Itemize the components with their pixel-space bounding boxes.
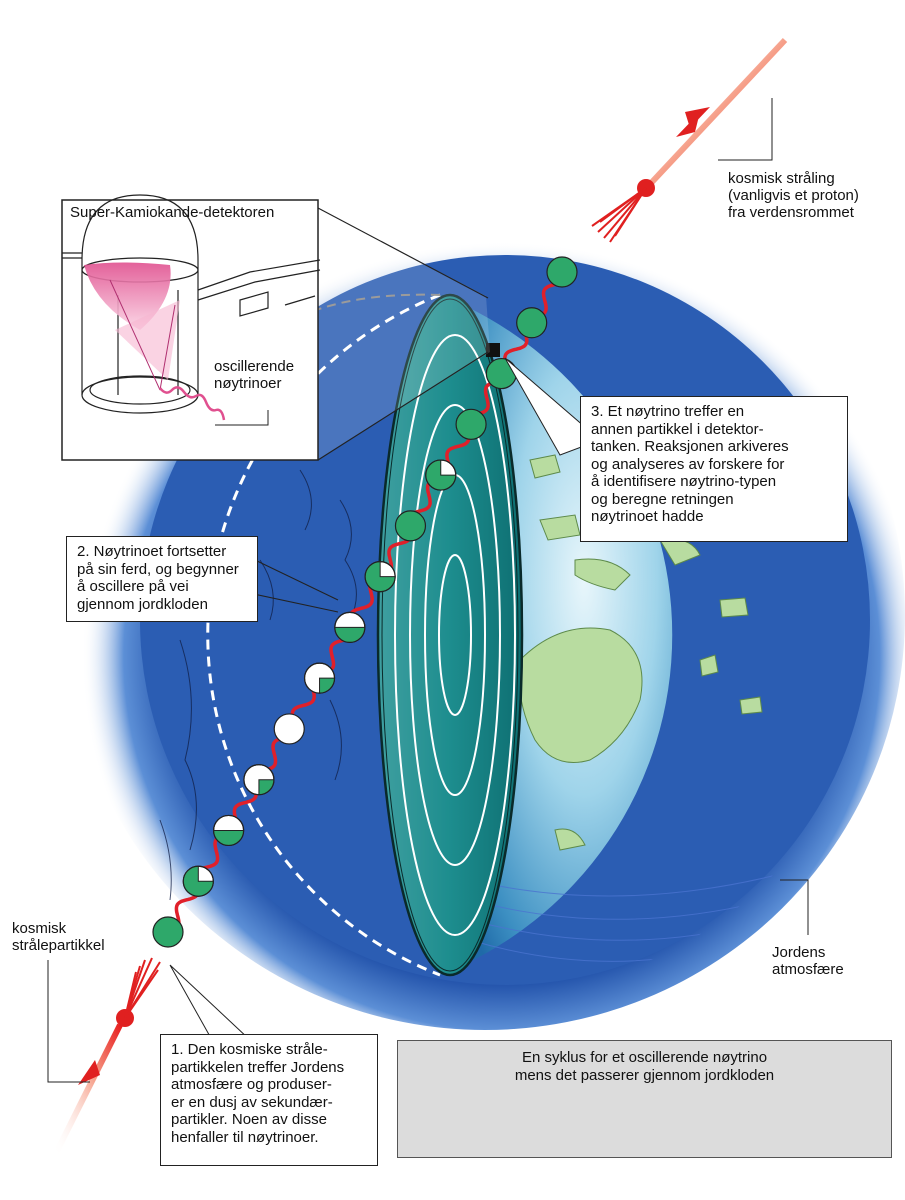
path-neutrino <box>213 814 245 847</box>
text-line: annen partikkel i detektor- <box>591 420 764 438</box>
cosmic-ray-top <box>591 37 788 243</box>
text-line: 3. Et nøytrino treffer en <box>591 403 745 420</box>
text-line: og analyseres av forskere for <box>591 455 785 473</box>
step3-callout: 3. Et nøytrino treffer en annen partikke… <box>580 396 848 542</box>
text-line: gjennom jordkloden <box>77 595 208 613</box>
text-line: er en dusj av sekundær- <box>171 1093 333 1111</box>
path-neutrino <box>273 713 305 745</box>
text-line: henfaller til nøytrinoer. <box>171 1128 319 1146</box>
text-line: En syklus for et oscillerende nøytrino <box>521 1049 768 1066</box>
path-neutrino <box>394 510 427 542</box>
text-line: å oscillere på vei <box>77 578 189 595</box>
path-neutrino <box>364 561 396 593</box>
text-line: partikkelen treffer Jordens <box>171 1058 345 1076</box>
label-cosmic-radiation: kosmisk stråling (vanligvis et proton) f… <box>728 170 859 221</box>
path-neutrino <box>303 662 336 694</box>
text-line: kosmisk stråling <box>728 170 835 187</box>
path-neutrino <box>152 916 184 948</box>
path-neutrino <box>485 357 517 390</box>
text-line: strålepartikkel <box>12 937 105 954</box>
step2-callout: 2. Nøytrinoet fortsetter på sin ferd, og… <box>66 536 258 622</box>
text-line: (vanligvis et proton) <box>728 187 859 204</box>
label-oscillating-neutrinos: oscillerende nøytrinoer <box>214 358 294 392</box>
text-line: kosmisk <box>12 920 67 937</box>
text-line: nøytrinoet hadde <box>591 508 704 525</box>
label-atmosphere: Jordens atmosfære <box>772 944 844 978</box>
text-line: å identifisere nøytrino-typen <box>591 473 777 490</box>
path-neutrino <box>243 764 275 796</box>
text-line: fra verdensrommet <box>728 204 854 221</box>
earth-cross-section <box>376 293 524 977</box>
path-neutrino <box>455 408 487 440</box>
text-line: atmosfære <box>772 961 844 978</box>
path-neutrinos <box>152 256 578 948</box>
text-line: tanken. Reaksjonen arkiveres <box>591 438 789 455</box>
text-line: og beregne retningen <box>591 490 734 508</box>
cycle-legend-title: En syklus for et oscillerende nøytrino m… <box>398 1049 891 1085</box>
text-line: 1. Den kosmiske stråle- <box>171 1041 328 1058</box>
path-neutrino <box>182 865 214 897</box>
path-neutrino <box>334 611 366 643</box>
cosmic-ray-bottom <box>47 957 161 1157</box>
path-neutrino <box>516 307 548 339</box>
text-line: nøytrinoer <box>214 375 282 392</box>
super-kamiokande-inset <box>61 194 321 461</box>
detector-marker <box>486 343 500 357</box>
text-line: Jordens <box>772 944 826 961</box>
text-line: atmosfære og produser- <box>171 1076 332 1093</box>
text-line: 2. Nøytrinoet fortsetter <box>77 543 227 560</box>
path-neutrino <box>546 256 578 288</box>
text-line: oscillerende <box>214 358 295 375</box>
text-line: mens det passerer gjennom jordkloden <box>514 1067 775 1084</box>
path-neutrino <box>425 459 457 491</box>
cycle-legend-panel: En syklus for et oscillerende nøytrino m… <box>397 1040 892 1158</box>
text-line: på sin ferd, og begynner <box>77 560 239 578</box>
continents <box>518 454 763 851</box>
label-cosmic-particle: kosmisk strålepartikkel <box>12 920 105 954</box>
text-line: partikler. Noen av disse <box>171 1111 327 1128</box>
detector-title: Super-Kamiokande-detektoren <box>70 204 275 221</box>
step1-callout: 1. Den kosmiske stråle- partikkelen tref… <box>160 1034 378 1166</box>
